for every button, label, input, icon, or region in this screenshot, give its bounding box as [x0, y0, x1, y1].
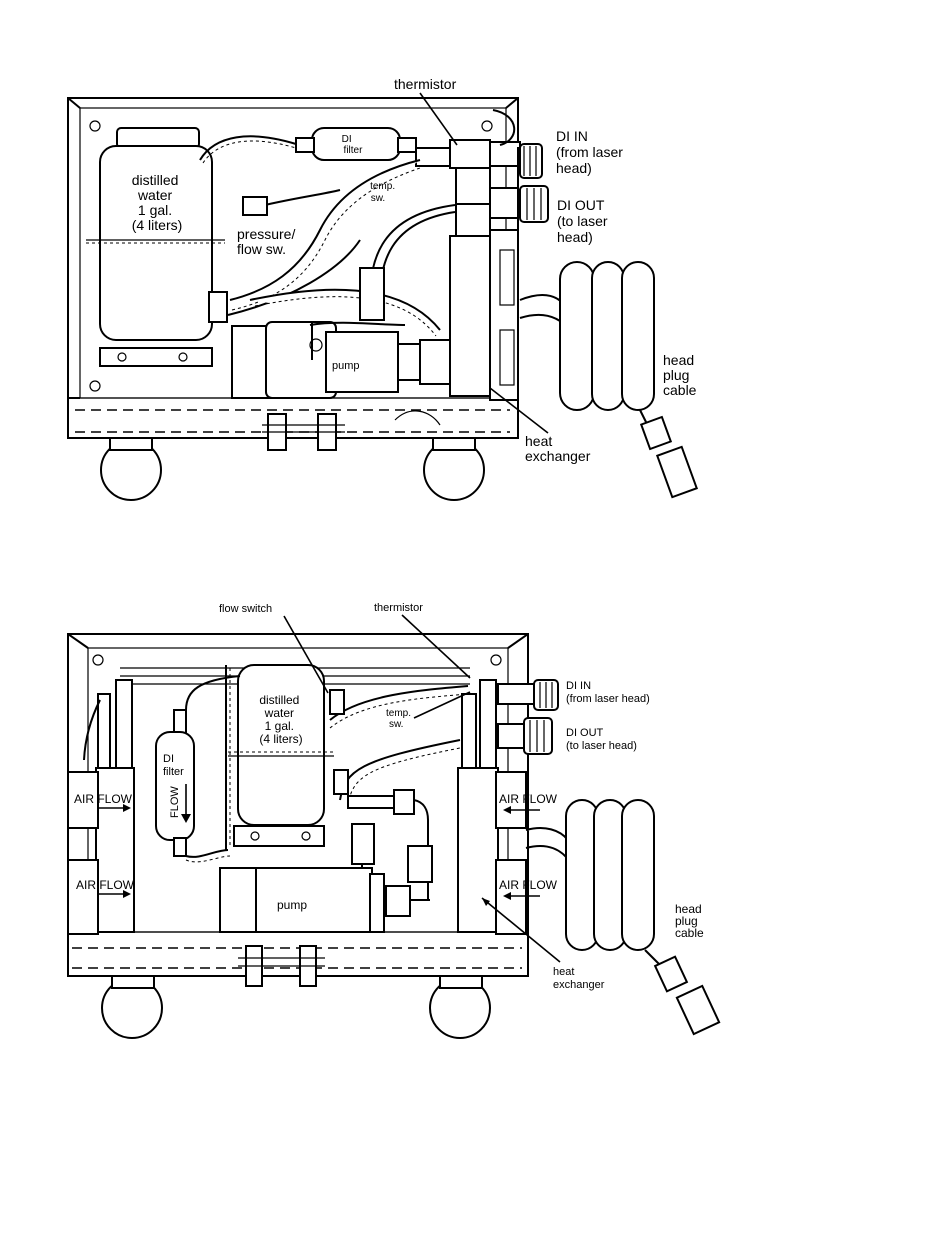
- air-flow-arrow-left-top: [98, 804, 131, 812]
- distilled-water-label-2: distilled water 1 gal. (4 liters): [259, 693, 302, 746]
- distilled-water-label-1: distilled water 1 gal. (4 liters): [132, 172, 183, 233]
- mount-bolts-1: [262, 410, 441, 451]
- air-flow-left-bottom: AIR FLOW: [76, 878, 135, 892]
- heat-exchanger-label-1: heat exchanger: [525, 433, 591, 464]
- air-flow-arrow-left-bottom: [98, 890, 131, 898]
- thermistor-leader-1: [419, 92, 458, 146]
- di-filter-label-2: DI filter: [163, 753, 184, 778]
- pump-label-1: pump: [332, 360, 360, 372]
- temp-sw-leader-2: [413, 691, 471, 719]
- thermistor-leader-2: [401, 614, 471, 679]
- heat-exchanger-label-2: heat exchanger: [553, 966, 605, 991]
- flow-switch-leader-2: [283, 615, 329, 694]
- diagram-bottom: distilled water 1 gal. (4 liters) DI fil…: [67, 602, 721, 1039]
- air-flow-arrow-right-bottom: [503, 892, 540, 900]
- pressure-flow-sw-label-1: pressure/ flow sw.: [237, 226, 299, 257]
- di-in-fitting-1: [519, 143, 543, 179]
- water-bottle: [86, 127, 228, 367]
- di-filter-1: [199, 127, 417, 164]
- temp-sw-label-1: temp. sw.: [370, 181, 398, 204]
- air-flow-left-top: AIR FLOW: [74, 792, 133, 806]
- di-in-label-1: DI IN (from laser head): [556, 128, 627, 176]
- di-out-fitting-1: [519, 185, 549, 223]
- heat-exchanger-leader-1: [489, 387, 549, 434]
- di-filter-label-1: DI filter: [342, 134, 363, 156]
- wheels-2: [101, 975, 491, 1039]
- di-out-fitting-2: [497, 717, 553, 755]
- pump-2: [219, 867, 385, 933]
- wheels-1: [100, 437, 485, 501]
- head-plug-cable-1: [519, 261, 699, 499]
- hoses-2: [83, 675, 469, 807]
- head-plug-cable-label-2: head plug cable: [675, 902, 705, 940]
- heat-exchanger-1: [449, 203, 519, 401]
- heat-exchanger-leader-2: [481, 897, 561, 963]
- di-out-label-2: DI OUT (to laser head): [566, 727, 637, 752]
- thermistor-label-1: thermistor: [394, 76, 457, 92]
- diagram-top: distilled water 1 gal. (4 liters) DI fil…: [67, 76, 699, 501]
- flow-arrow-2: [181, 784, 191, 823]
- pressure-switch-1: [359, 267, 385, 321]
- di-in-fitting-2: [497, 679, 559, 711]
- head-plug-cable-2: [525, 799, 721, 1036]
- thermistor-label-2: thermistor: [374, 602, 423, 614]
- air-flow-arrow-right-top: [503, 806, 540, 814]
- head-plug-cable-label-1: head plug cable: [663, 352, 698, 398]
- air-flow-right-top: AIR FLOW: [499, 792, 558, 806]
- pump-1: [231, 321, 451, 399]
- di-filter-2: [155, 709, 231, 863]
- left-heat-exchanger-2: [67, 679, 135, 935]
- mount-bolts-2: [238, 945, 325, 987]
- di-in-label-2: DI IN (from laser head): [566, 680, 650, 705]
- water-bottle-2: [225, 664, 334, 850]
- temp-sw-label-2: temp. sw.: [386, 708, 414, 730]
- pump-label-2: pump: [277, 898, 307, 912]
- di-out-label-1: DI OUT (to laser head): [557, 197, 611, 245]
- air-flow-right-bottom: AIR FLOW: [499, 878, 558, 892]
- flow-label-2: FLOW: [169, 786, 181, 818]
- flow-switch-label-2: flow switch: [219, 603, 272, 615]
